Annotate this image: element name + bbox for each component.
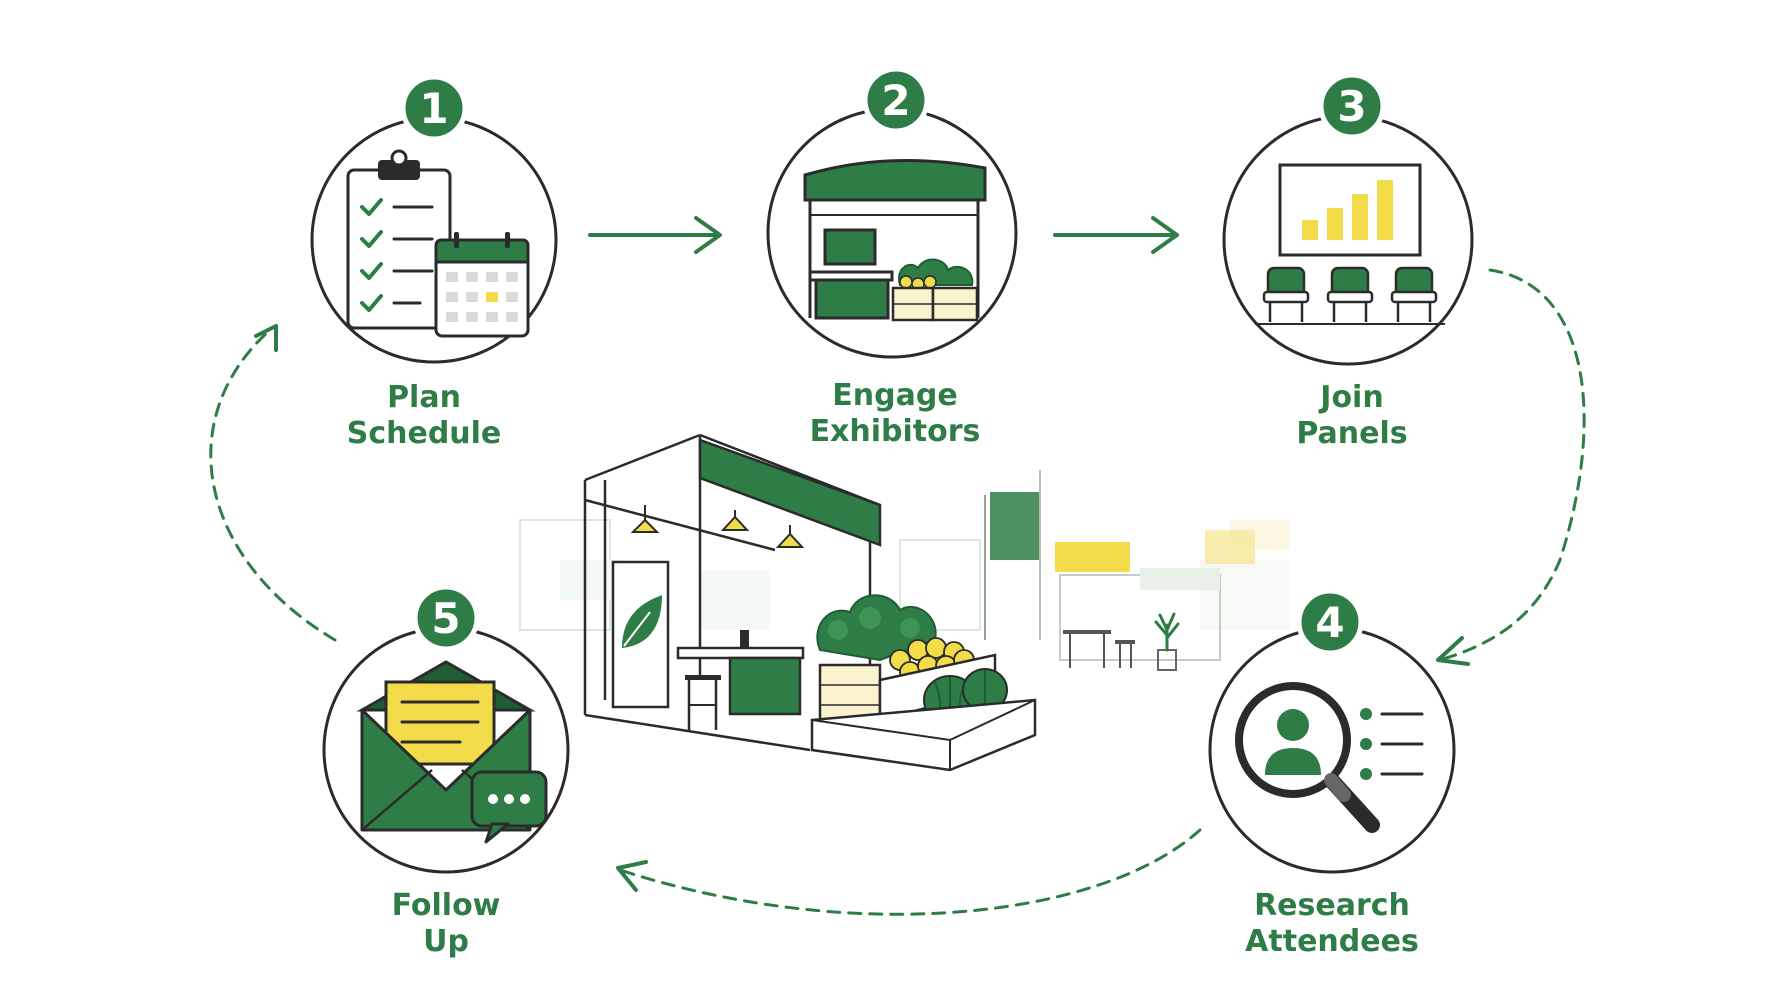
connector-1-to-2 <box>588 216 722 254</box>
step-3-number: 3 <box>1337 82 1366 131</box>
step-2-label: Engage Exhibitors <box>745 378 1045 450</box>
step-5-label: Follow Up <box>296 888 596 960</box>
step-3-label: Join Panels <box>1202 380 1502 452</box>
step-4-number: 4 <box>1315 598 1344 647</box>
step-2-label-line1: Engage <box>832 378 958 413</box>
produce-stand <box>810 594 1037 772</box>
step-2-number: 2 <box>881 76 910 125</box>
step-5-number: 5 <box>431 594 460 643</box>
step-4-label: Research Attendees <box>1182 888 1482 960</box>
step-4-label-line2: Attendees <box>1245 924 1419 959</box>
step-3: 3 <box>1222 72 1474 366</box>
step-1-label: Plan Schedule <box>274 380 574 452</box>
presentation-seats-icon <box>1255 163 1445 325</box>
background-booths <box>984 470 1255 671</box>
step-3-label-line2: Panels <box>1296 416 1408 451</box>
step-4: 4 <box>1208 588 1456 874</box>
step-3-number-badge <box>1318 72 1386 140</box>
connector-2-to-3 <box>1053 216 1179 254</box>
step-4-number-badge <box>1296 588 1364 656</box>
step-2-number-badge <box>862 66 930 134</box>
step-1-number: 1 <box>419 84 448 133</box>
step-5-number-badge <box>412 584 480 652</box>
market-scene-illustration <box>519 433 1290 772</box>
step-2-label-line2: Exhibitors <box>809 414 981 449</box>
step-1-label-line1: Plan <box>387 380 461 415</box>
step-3-label-line1: Join <box>1320 380 1384 415</box>
booth-awning <box>698 438 882 547</box>
background-stalls <box>519 519 1290 631</box>
step-5-label-line1: Follow <box>391 888 501 923</box>
envelope-chat-icon <box>356 660 548 844</box>
step-1-number-badge <box>400 74 468 142</box>
step-5-label-line2: Up <box>423 924 469 959</box>
step-2: 2 <box>766 66 1018 359</box>
step-4-label-line1: Research <box>1254 888 1410 923</box>
market-booth-icon <box>803 158 987 322</box>
step-1-label-line2: Schedule <box>346 416 502 451</box>
leaf-banner <box>611 560 670 709</box>
hanging-lamps <box>630 505 805 548</box>
step-1: 1 <box>310 74 558 364</box>
magnifier-person-icon <box>1235 682 1424 833</box>
connector-5-to-1 <box>209 324 337 642</box>
clipboard-calendar-icon <box>346 149 530 338</box>
booth-counter <box>676 630 805 730</box>
connector-4-to-5 <box>616 828 1202 916</box>
connector-3-to-4 <box>1436 268 1586 666</box>
step-5: 5 <box>322 584 570 874</box>
